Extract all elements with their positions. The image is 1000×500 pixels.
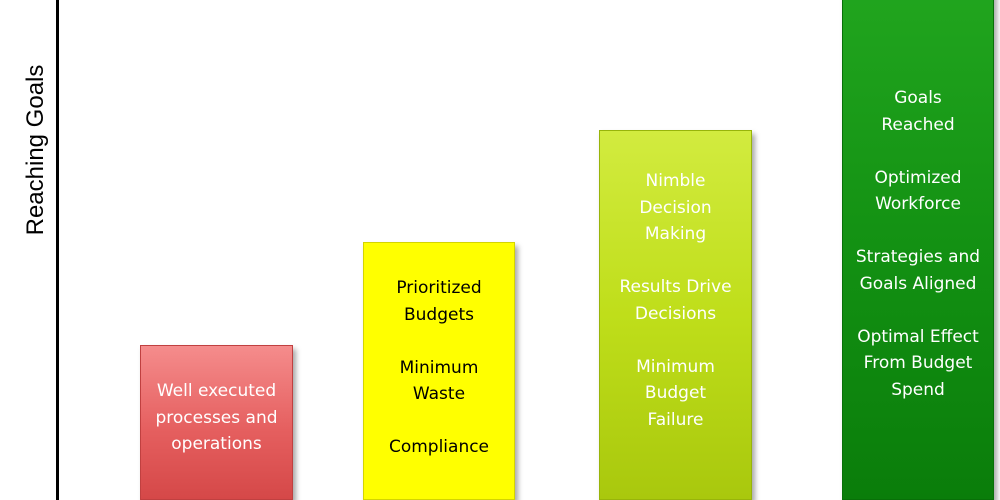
stage-bar-3-line: Decisions — [634, 303, 717, 324]
stage-bar-2: Prioritized Budgets Minimum Waste Compli… — [363, 242, 515, 500]
stage-bar-4-line: Strategies and — [855, 247, 981, 267]
stage-bar-3-line: Nimble — [645, 171, 706, 191]
stage-bar-2-line: Budgets — [403, 304, 474, 325]
stage-bar-4-line: Workforce — [875, 194, 961, 214]
stage-bar-3-line: Minimum — [636, 356, 715, 377]
stage-bar-1-line: processes and — [155, 407, 278, 428]
stage-bar-4-text: Goals Reached Optimized Workforce Strate… — [856, 85, 980, 403]
stage-bar-4-line: Optimal Effect — [857, 326, 979, 347]
stage-bar-4: Goals Reached Optimized Workforce Strate… — [842, 0, 994, 500]
stage-bar-3-line: Failure — [647, 409, 704, 430]
stage-bar-3: Nimble Decision Making Results Drive Dec… — [599, 130, 752, 500]
stage-bar-3-text: Nimble Decision Making Results Drive Dec… — [619, 168, 731, 433]
stage-bar-4-line: Goals Aligned — [859, 273, 977, 294]
y-axis-label: Reaching Goals — [22, 64, 49, 236]
stage-bar-2-line: Compliance — [388, 437, 490, 457]
stage-bar-4-line: From Budget — [863, 353, 973, 373]
stage-bar-4-line: Optimized — [874, 167, 962, 188]
stage-bar-2-line: Prioritized — [396, 278, 482, 298]
stage-bar-3-line: Decision — [639, 197, 712, 218]
stage-bar-1-line: operations — [171, 434, 262, 454]
stage-bar-2-line: Minimum — [399, 357, 479, 378]
stage-bar-2-line: Waste — [412, 384, 466, 404]
y-axis-line — [56, 0, 59, 500]
stage-bar-3-line: Making — [644, 224, 707, 244]
stage-bar-1: Well executed processes and operations — [140, 345, 293, 500]
stage-bar-3-line: Budget — [644, 383, 707, 403]
stage-bar-2-text: Prioritized Budgets Minimum Waste Compli… — [389, 275, 489, 461]
stage-bar-1-line: Well executed — [156, 381, 277, 401]
stage-bar-1-text: Well executed processes and operations — [155, 378, 277, 458]
stage-bar-4-line: Goals — [894, 88, 942, 108]
stage-bar-4-line: Spend — [891, 379, 945, 400]
stage-bar-3-line: Results Drive — [619, 277, 732, 297]
stage-bar-4-line: Reached — [881, 114, 955, 135]
